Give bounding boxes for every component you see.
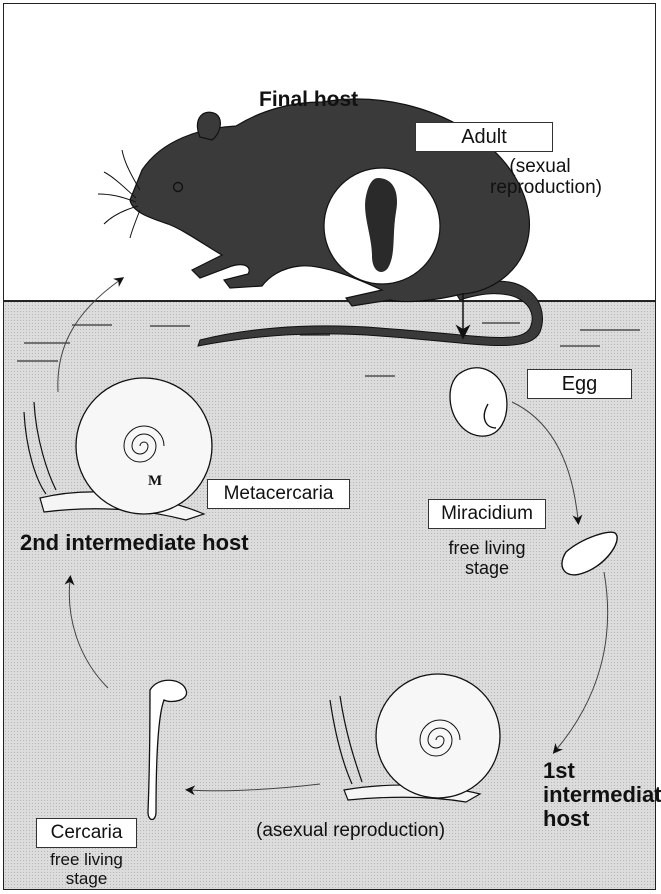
final-host-title: Final host (259, 88, 358, 112)
miracidium-label: Miracidium (428, 499, 546, 529)
cercaria-note-line-1: free living (36, 850, 137, 870)
shell-marker-m: M (148, 473, 162, 490)
egg-label: Egg (527, 369, 632, 399)
first-host-line-3: host (543, 806, 589, 831)
metacercaria-label: Metacercaria (207, 479, 350, 509)
first-host-line-1: 1st (543, 758, 575, 783)
miracidium-note-line-2: stage (427, 558, 547, 579)
asexual-reproduction-label: (asexual reproduction) (256, 820, 445, 842)
miracidium-note-line-1: free living (427, 538, 547, 559)
diagram-frame (3, 3, 656, 890)
adult-note-line-2: reproduction) (476, 177, 616, 199)
cercaria-note-line-2: stage (36, 869, 137, 889)
first-host-line-2: intermediate (543, 782, 661, 807)
adult-label: Adult (415, 122, 553, 152)
adult-note-line-1: (sexual (470, 156, 610, 178)
cercaria-label: Cercaria (36, 818, 137, 848)
second-host-title: 2nd intermediate host (20, 530, 249, 555)
